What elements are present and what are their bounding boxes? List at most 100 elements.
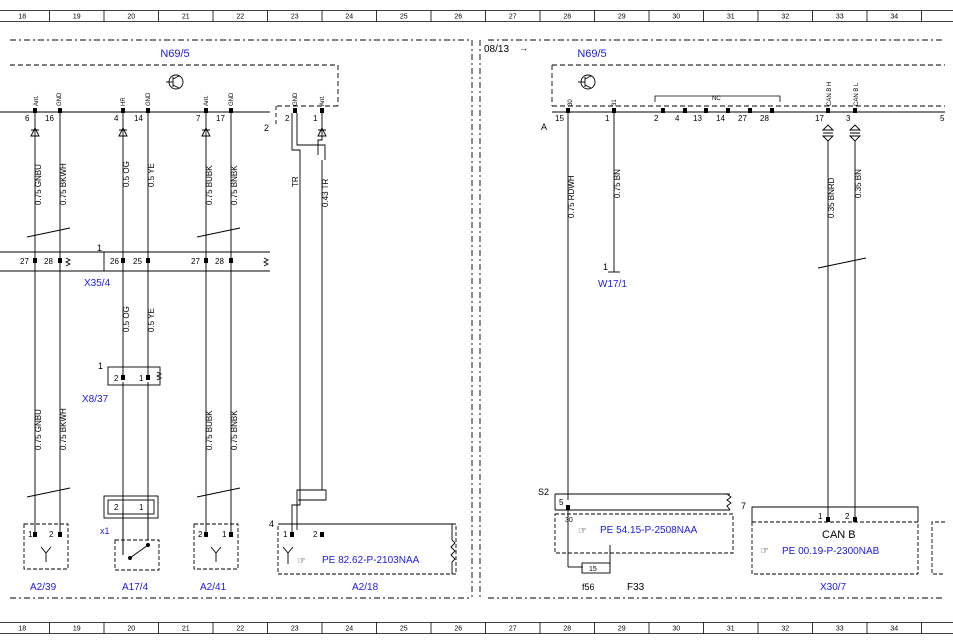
- pe-ref-mid-icon: ☞: [578, 526, 587, 537]
- svg-text:30: 30: [568, 99, 574, 106]
- s2-terminal: [566, 505, 570, 510]
- svg-text:1: 1: [818, 512, 823, 521]
- connector-x8-37-label[interactable]: X8/37: [82, 394, 109, 405]
- svg-text:4: 4: [675, 114, 680, 123]
- svg-text:5: 5: [940, 114, 945, 123]
- pe-ref-mid[interactable]: PE 54.15-P-2508NAA: [600, 525, 698, 536]
- ruler-column-label: 31: [727, 626, 735, 633]
- w17-label[interactable]: W17/1: [598, 279, 627, 290]
- offscreen-component-box: [931, 521, 945, 575]
- letter-a: A: [541, 122, 547, 132]
- svg-text:1: 1: [313, 114, 318, 123]
- svg-text:A17/4: A17/4: [122, 582, 149, 593]
- ruler-column-label: 18: [18, 14, 26, 21]
- pe-ref-right[interactable]: PE 00.19-P-2300NAB: [782, 546, 880, 557]
- column-ruler-bottom: [0, 622, 953, 634]
- connector-x1: [103, 495, 159, 519]
- svg-text:28: 28: [215, 257, 224, 266]
- svg-text:Ant.: Ant.: [320, 95, 326, 106]
- ruler-column-label: 26: [454, 626, 462, 633]
- column-ruler-top: [0, 10, 953, 22]
- w17-one: 1: [603, 262, 608, 272]
- left-wire-labels-mid: 0.5 OG 0.5 YE: [122, 306, 156, 332]
- svg-text:0.75 BNBK: 0.75 BNBK: [230, 165, 239, 205]
- pe-ref-left[interactable]: PE 82.62-P-2103NAA: [322, 555, 420, 566]
- svg-text:4: 4: [114, 114, 119, 123]
- svg-text:1: 1: [139, 503, 144, 512]
- s2-splice: [554, 493, 732, 511]
- right-pin-numbers: 15 1 2 4 13 14 27 28 17 3 5: [555, 114, 945, 123]
- svg-text:0.75 BN: 0.75 BN: [613, 169, 622, 198]
- svg-text:0.75 BKWH: 0.75 BKWH: [59, 408, 68, 450]
- ruler-column-label: 29: [618, 626, 626, 633]
- left-module-box: [10, 64, 339, 107]
- connector-x35-4: [0, 251, 270, 272]
- connector-x1-pin-numbers: 2 1: [114, 503, 144, 512]
- pin-30: 30: [565, 517, 573, 524]
- ruler-column-label: 20: [127, 626, 135, 633]
- svg-text:0.75 BNBK: 0.75 BNBK: [230, 410, 239, 450]
- antenna-icons: [40, 546, 294, 564]
- can-terminals: [826, 517, 857, 522]
- svg-text:6: 6: [25, 114, 30, 123]
- svg-text:0.75 RDWH: 0.75 RDWH: [567, 175, 576, 218]
- connector-x35-terminals: [33, 258, 233, 263]
- svg-text:27: 27: [738, 114, 747, 123]
- left-wires: [34, 113, 327, 535]
- svg-text:0.43 TR: 0.43 TR: [321, 178, 330, 207]
- svg-text:NC: NC: [712, 96, 721, 102]
- date-label: 08/13: [484, 44, 509, 55]
- fuse-f56-box: [581, 562, 611, 574]
- s2-pin: 5: [559, 498, 564, 507]
- svg-text:A2/39: A2/39: [30, 582, 57, 593]
- connector-x1-label[interactable]: x1: [100, 526, 110, 536]
- left-component-labels[interactable]: A2/39 A17/4 A2/41 A2/18: [30, 582, 379, 593]
- svg-text:0.75 GNBU: 0.75 GNBU: [34, 164, 43, 205]
- svg-text:2: 2: [285, 114, 290, 123]
- svg-text:25: 25: [133, 257, 142, 266]
- transistor-icon-left: [166, 74, 184, 90]
- ruler-column-label: 22: [236, 626, 244, 633]
- x30-7-label[interactable]: X30/7: [820, 582, 847, 593]
- ruler-column-label: 30: [672, 14, 680, 21]
- left-module-label[interactable]: N69/5: [160, 48, 189, 60]
- svg-text:A2/41: A2/41: [200, 582, 227, 593]
- svg-text:27: 27: [20, 257, 29, 266]
- svg-text:2: 2: [313, 530, 318, 539]
- f33-label: F33: [627, 582, 645, 593]
- svg-text:A2/18: A2/18: [352, 582, 379, 593]
- svg-text:Ant.: Ant.: [34, 95, 40, 106]
- date-arrow: →: [519, 43, 528, 53]
- ruler-column-label: 24: [345, 14, 353, 21]
- svg-text:GND: GND: [146, 92, 152, 106]
- ruler-column-label: 21: [182, 14, 190, 21]
- svg-text:0.5 OG: 0.5 OG: [122, 161, 131, 187]
- left-pin-group-labels: Ant. GND HR GND Ant. GND GND Ant.: [34, 92, 326, 106]
- ruler-column-label: 29: [618, 14, 626, 21]
- ruler-column-label: 32: [781, 626, 789, 633]
- right-pin-group-labels: 30 31 NC CAN B H CAN B L: [568, 82, 860, 106]
- ruler-column-label: 32: [781, 14, 789, 21]
- left-bottom-pin-numbers: 1 2 2 1 1 2: [28, 530, 318, 539]
- ruler-column-label: 26: [454, 14, 462, 21]
- svg-text:2: 2: [49, 530, 54, 539]
- ruler-column-label: 34: [890, 14, 898, 21]
- right-module-box: [551, 64, 945, 107]
- svg-text:27: 27: [191, 257, 200, 266]
- right-pin-terminals: [566, 108, 857, 113]
- right-module-label[interactable]: N69/5: [577, 48, 606, 60]
- connector-x35-label[interactable]: X35/4: [84, 278, 111, 289]
- svg-text:15: 15: [555, 114, 564, 123]
- svg-text:26: 26: [110, 257, 119, 266]
- ruler-column-label: 28: [563, 626, 571, 633]
- svg-text:7: 7: [196, 114, 201, 123]
- left-wire-labels-lower: 0.75 GNBU 0.75 BKWH 0.75 BUBK 0.75 BNBK: [34, 408, 239, 450]
- can-title: CAN B: [822, 529, 856, 541]
- antenna-jack-icons-left: [30, 126, 327, 137]
- transistor-icon-right: [578, 74, 596, 90]
- svg-text:0.75 BKWH: 0.75 BKWH: [59, 163, 68, 205]
- ruler-column-label: 33: [836, 626, 844, 633]
- ruler-column-label: 33: [836, 14, 844, 21]
- pe-ref-right-icon: ☞: [760, 546, 769, 557]
